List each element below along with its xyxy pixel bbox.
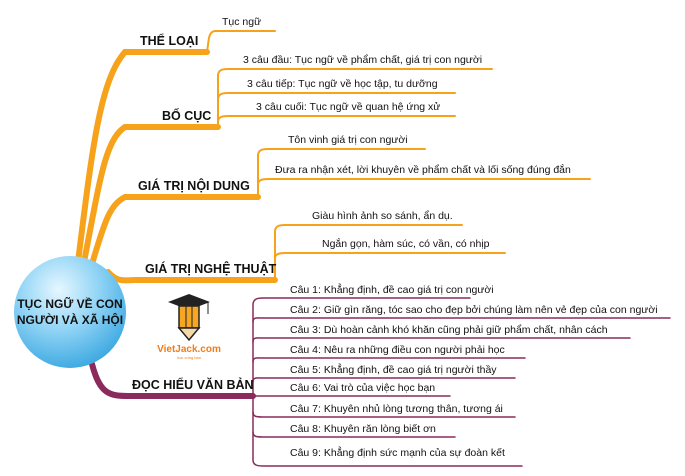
branch-the-loai	[75, 49, 210, 265]
pencil-cap-icon	[168, 294, 210, 342]
leaf-item: Giàu hình ảnh so sánh, ẩn dụ.	[312, 210, 453, 222]
branch-label-doc-hieu: ĐỌC HIỂU VĂN BẢN	[132, 378, 254, 392]
leaf-item: Câu 8: Khuyên răn lòng biết ơn	[290, 423, 436, 435]
center-line-1: TỤC NGỮ VỀ CON	[17, 296, 123, 311]
leaf-item: Câu 4: Nêu ra những điều con người phải …	[290, 344, 505, 356]
leaf-item: Câu 2: Giữ gìn răng, tóc sao cho đẹp bởi…	[290, 304, 658, 316]
leaf-item: 3 câu đầu: Tục ngữ về phẩm chất, giá trị…	[243, 54, 483, 66]
logo-tagline: học cùng bạn	[176, 355, 202, 360]
leaf-item: Câu 7: Khuyên nhủ lòng tương thân, tương…	[290, 403, 503, 415]
branch-label-noi-dung: GIÁ TRỊ NỘI DUNG	[138, 179, 250, 193]
leaf-item: Câu 5: Khẳng định, đề cao giá trị người …	[290, 364, 497, 376]
branch-noi-dung	[89, 194, 261, 267]
logo-brand: VietJack.com	[157, 344, 221, 355]
branch-bo-cuc	[81, 124, 221, 265]
center-line-2: NGƯỜI VÀ XÃ HỘI	[16, 313, 124, 327]
branch-label-bo-cuc: BỐ CỤC	[162, 109, 212, 123]
leaf-item: 3 câu tiếp: Tục ngữ về học tập, tu dưỡng	[247, 78, 438, 90]
branch-doc-hieu	[89, 361, 256, 399]
branch-label-nghe-thuat: GIÁ TRỊ NGHỆ THUẬT	[145, 262, 277, 276]
leaf-item: Câu 1: Khẳng định, đề cao giá trị con ng…	[290, 284, 494, 296]
central-topic: TỤC NGỮ VỀ CON NGƯỜI VÀ XÃ HỘI	[14, 256, 126, 368]
branch-label-the-loai: THỂ LOẠI	[140, 34, 199, 48]
leaf-item: Tục ngữ	[222, 16, 262, 28]
leaf-item: Đưa ra nhận xét, lời khuyên về phẩm chất…	[275, 164, 571, 176]
leaf-item: Tôn vinh giá trị con người	[288, 134, 408, 146]
leaf-item: Ngắn gọn, hàm súc, có vần, có nhịp	[322, 238, 490, 250]
leaf-item: Câu 9: Khẳng định sức mạnh của sự đoàn k…	[290, 447, 505, 459]
leaf-item: 3 câu cuối: Tục ngữ về quan hệ ứng xử	[256, 101, 441, 113]
vietjack-logo: VietJack.com học cùng bạn	[157, 292, 221, 360]
leaf-item: Câu 3: Dù hoàn cảnh khó khăn cũng phải g…	[290, 324, 608, 336]
leaf-item: Câu 6: Vai trò của việc học bạn	[290, 382, 436, 394]
